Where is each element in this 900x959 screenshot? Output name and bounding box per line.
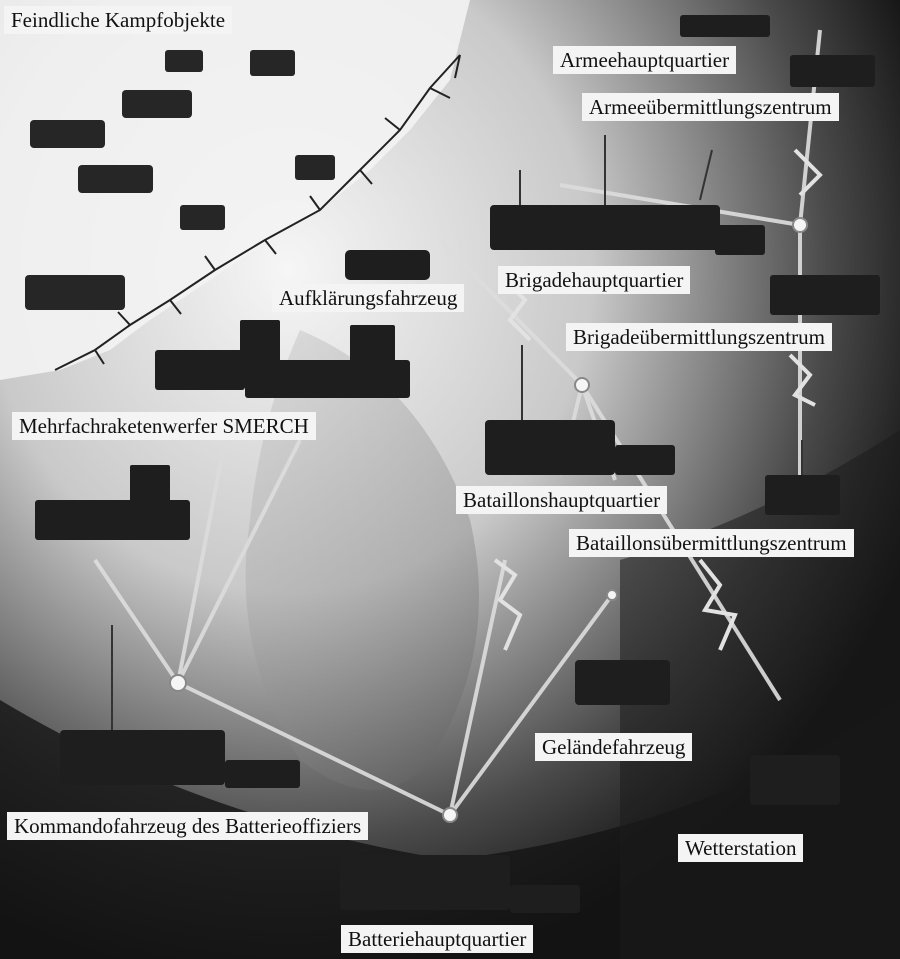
label-battery-hq: Batteriehauptquartier bbox=[341, 925, 534, 953]
label-rocket-launcher: Mehrfachraketenwerfer SMERCH bbox=[12, 412, 316, 440]
label-reconnaissance-vehicle: Aufklärungsfahrzeug bbox=[272, 284, 465, 312]
friendly-vehicles bbox=[35, 15, 880, 913]
label-offroad-vehicle: Geländefahrzeug bbox=[535, 733, 693, 761]
antenna-masts bbox=[111, 135, 803, 730]
label-brigade-comm-center: Brigadeübermittlungszentrum bbox=[566, 323, 832, 351]
label-enemy-objects: Feindliche Kampfobjekte bbox=[4, 6, 233, 34]
enemy-vehicles bbox=[25, 50, 335, 310]
label-battery-officer-vehicle: Kommandofahrzeug des Batterieoffiziers bbox=[7, 812, 369, 840]
label-brigade-hq: Brigadehauptquartier bbox=[498, 266, 691, 294]
label-battalion-comm-center: Bataillonsübermittlungszentrum bbox=[569, 529, 854, 557]
front-line-ticks bbox=[94, 54, 461, 365]
label-weather-station: Wetterstation bbox=[678, 834, 804, 862]
dark-right-ground bbox=[620, 430, 900, 959]
label-army-comm-center: Armeeübermittlungszentrum bbox=[582, 93, 839, 121]
network-nodes bbox=[169, 217, 808, 823]
radio-links bbox=[493, 148, 823, 651]
mountain-ridge bbox=[245, 330, 479, 790]
label-battalion-hq: Bataillonshauptquartier bbox=[456, 486, 668, 514]
label-army-hq: Armeehauptquartier bbox=[553, 46, 737, 74]
